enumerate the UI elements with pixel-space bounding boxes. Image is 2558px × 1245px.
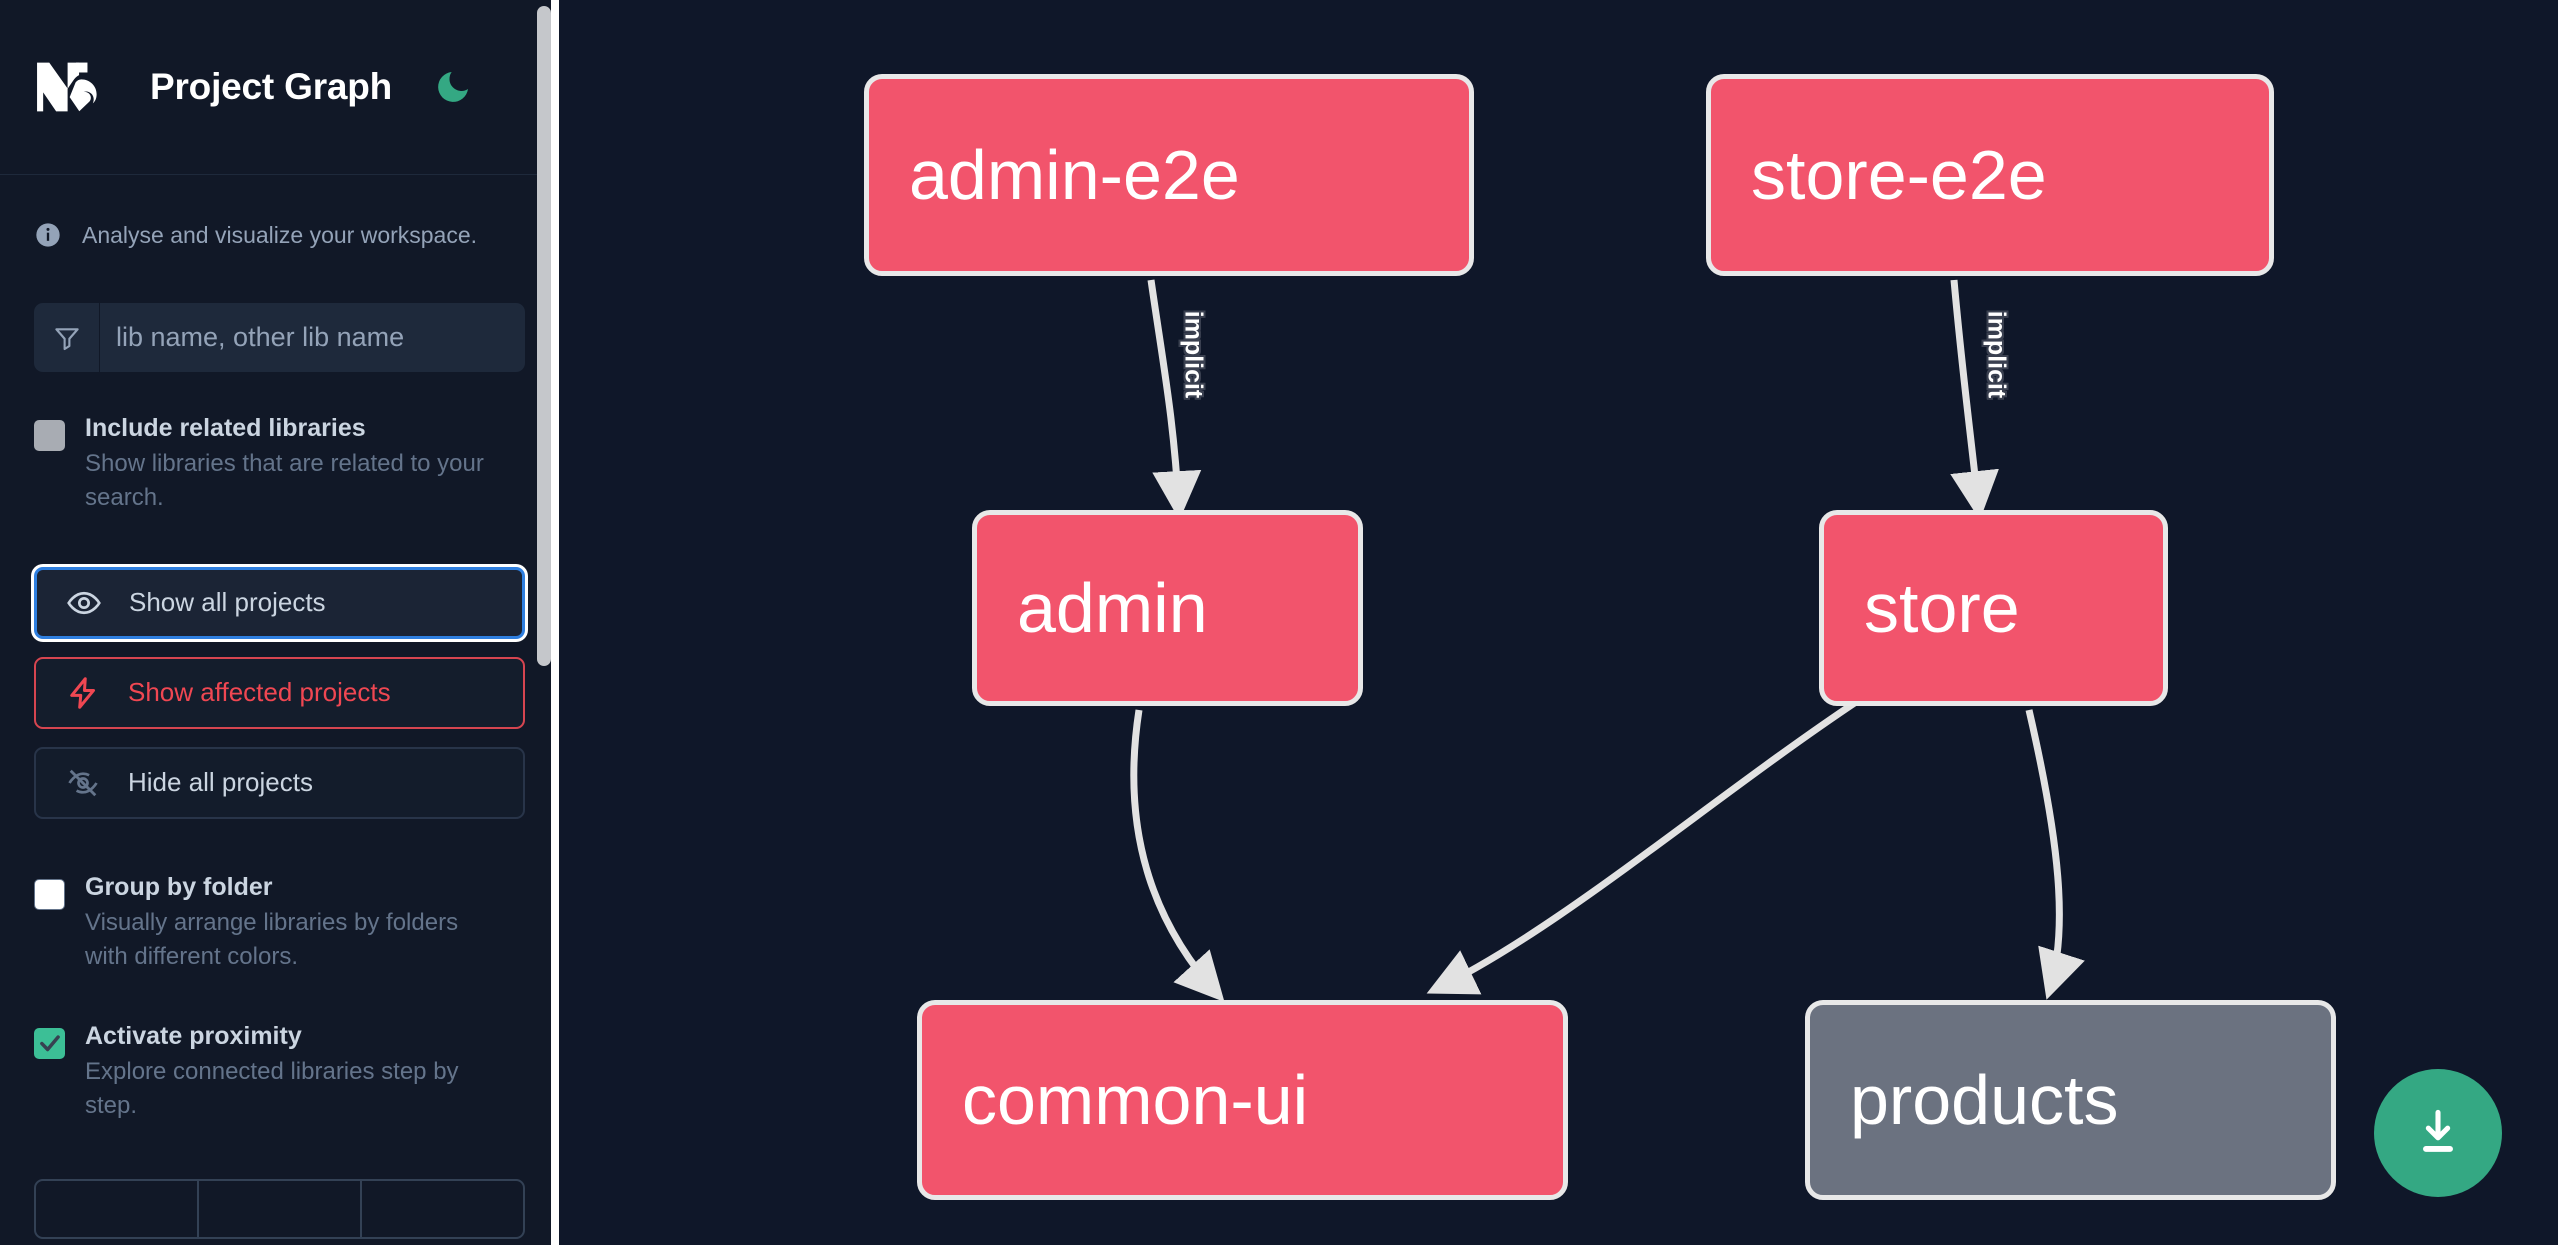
edge-store-to-common-ui (1426, 697, 1861, 995)
check-icon (39, 1035, 60, 1052)
show-all-projects-button[interactable]: Show all projects (34, 566, 525, 639)
edge-store-to-products (2025, 709, 2085, 1000)
checkbox-activate-proximity[interactable]: Activate proximity Explore connected lib… (34, 1022, 525, 1123)
sidebar: Project Graph Analyse and visualize your… (0, 0, 559, 1245)
graph-node-label: admin-e2e (909, 136, 1240, 214)
button-label: Show all projects (129, 587, 326, 618)
search-input[interactable] (100, 303, 525, 372)
info-icon (34, 221, 62, 249)
sidebar-header: Project Graph (0, 0, 559, 175)
edge-admin-to-common-ui (1130, 709, 1225, 1003)
checkbox-group-by-folder[interactable]: Group by folder Visually arrange librari… (34, 873, 525, 974)
nx-logo-icon (34, 56, 118, 118)
checkbox-description: Explore connected libraries step by step… (85, 1057, 459, 1119)
projects-button-group: Show all projects Show affected projects (34, 566, 525, 819)
search-bar[interactable] (34, 303, 525, 372)
eye-icon (65, 584, 103, 622)
graph-edges (1130, 279, 2085, 1003)
checkbox-label: Group by folder (85, 872, 273, 901)
scrollbar-thumb[interactable] (537, 6, 551, 666)
graph-node-common-ui[interactable]: common-ui (917, 1000, 1568, 1200)
graph-node-label: store (1864, 569, 2020, 647)
edge-store-e2e-to-store (1950, 279, 1999, 521)
proximity-step-option[interactable] (199, 1180, 362, 1237)
button-label: Hide all projects (128, 767, 313, 798)
checkbox-box[interactable] (34, 420, 65, 451)
graph-node-label: admin (1017, 569, 1208, 647)
checkbox-label: Activate proximity (85, 1021, 302, 1050)
eye-off-icon (64, 764, 102, 802)
show-affected-projects-button[interactable]: Show affected projects (34, 656, 525, 729)
sidebar-scrollbar[interactable] (537, 0, 551, 1245)
button-label: Show affected projects (128, 677, 391, 708)
graph-node-store[interactable]: store (1819, 510, 2168, 706)
download-icon (2423, 1109, 2453, 1152)
proximity-step-control[interactable] (34, 1178, 525, 1239)
checkbox-include-related-libraries[interactable]: Include related libraries Show libraries… (34, 414, 525, 515)
filter-icon (34, 303, 100, 372)
page-title: Project Graph (150, 66, 393, 107)
sidebar-tagline-text: Analyse and visualize your workspace. (82, 221, 478, 248)
graph-node-label: common-ui (962, 1061, 1309, 1139)
checkbox-label: Include related libraries (85, 414, 366, 442)
proximity-step-option[interactable] (36, 1180, 199, 1237)
download-graph-button[interactable] (2374, 1069, 2502, 1197)
graph-node-products[interactable]: products (1805, 1000, 2336, 1200)
checkbox-description: Show libraries that are related to your … (85, 449, 484, 511)
graph-node-admin-e2e[interactable]: admin-e2e (864, 74, 1474, 276)
graph-node-label: products (1850, 1061, 2119, 1139)
checkbox-description: Visually arrange libraries by folders wi… (85, 908, 459, 970)
edge-label-store-e2e-store: implicit (1982, 310, 2011, 399)
proximity-step-option[interactable] (362, 1181, 523, 1237)
graph-node-label: store-e2e (1751, 136, 2047, 214)
edge-admin-e2e-to-admin (1147, 279, 1202, 521)
edge-label-admin-e2e-admin: implicit (1179, 310, 1208, 399)
moon-icon[interactable] (430, 64, 476, 110)
checkbox-box[interactable] (34, 878, 65, 910)
checkbox-box[interactable] (34, 1027, 65, 1059)
graph-node-store-e2e[interactable]: store-e2e (1706, 74, 2274, 276)
lightning-icon (64, 674, 102, 712)
sidebar-edge (551, 0, 559, 1245)
hide-all-projects-button[interactable]: Hide all projects (34, 746, 525, 819)
graph-canvas[interactable]: implicit implicit admin-e2e store-e2e admin… (559, 0, 2558, 1245)
sidebar-tagline: Analyse and visualize your workspace. (0, 175, 559, 249)
graph-node-admin[interactable]: admin (972, 510, 1363, 706)
